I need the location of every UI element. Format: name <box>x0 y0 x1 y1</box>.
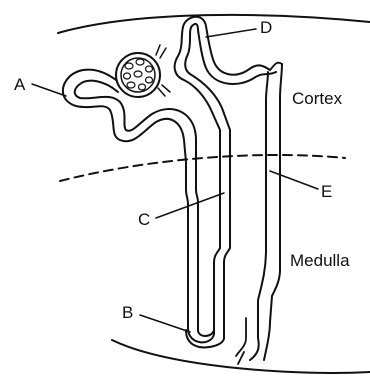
glomerulus <box>116 45 170 97</box>
leader-line-a <box>32 84 66 96</box>
label-d: D <box>260 18 272 37</box>
label-a: A <box>14 75 26 94</box>
label-medulla: Medulla <box>290 251 350 270</box>
leader-line-b <box>140 315 190 332</box>
leader-line-c <box>156 193 224 218</box>
proximal-convoluted-tubule <box>63 70 196 162</box>
collecting-duct <box>236 64 282 364</box>
kidney-outer-boundary <box>58 15 370 33</box>
label-b: B <box>122 303 133 322</box>
label-cortex: Cortex <box>292 89 343 108</box>
loop-of-henle <box>186 130 230 347</box>
cortex-medulla-boundary <box>60 155 345 181</box>
label-c: C <box>138 210 150 229</box>
leader-line-d <box>206 29 256 37</box>
leader-line-e <box>270 171 318 189</box>
label-e: E <box>321 182 332 201</box>
